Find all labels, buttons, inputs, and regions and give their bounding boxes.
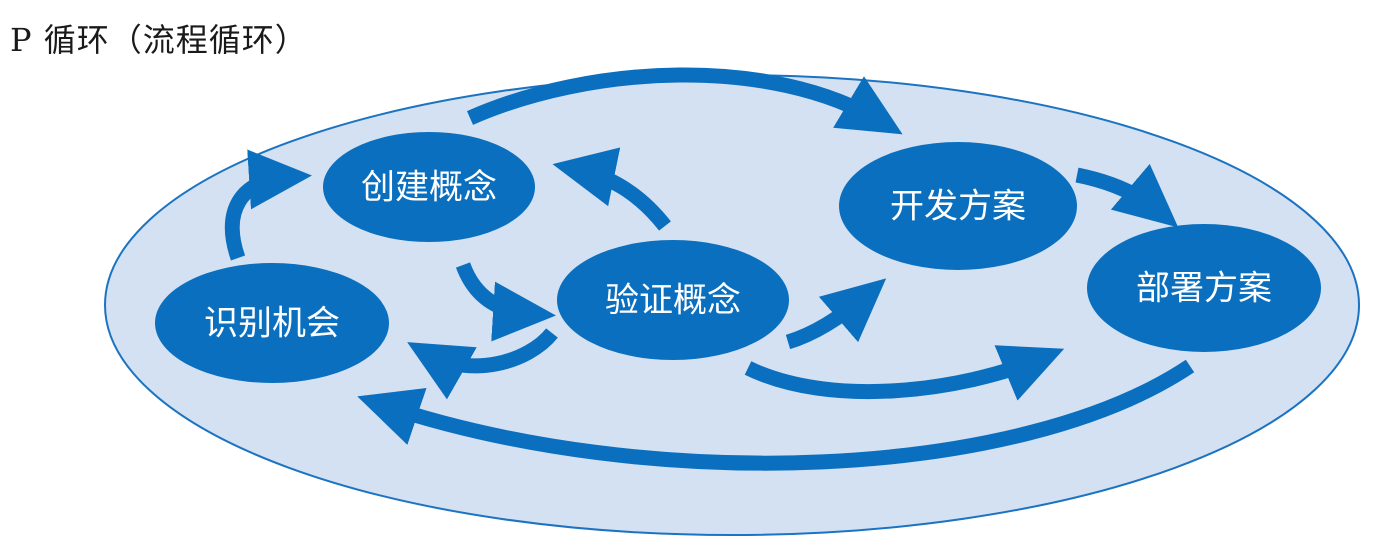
arrows-layer (224, 67, 1195, 471)
node-deploy-shape (1087, 224, 1321, 352)
node-deploy-solution: 部署方案 (1087, 224, 1321, 352)
node-validate-concept: 验证概念 (557, 240, 789, 360)
node-identify-label: 识别机会 (204, 304, 340, 344)
node-identify-opportunity: 识别机会 (155, 263, 389, 383)
arrow-validate-to-create (552, 147, 671, 231)
arrow-validate-to-develop (785, 278, 887, 350)
node-create-label: 创建概念 (361, 168, 497, 208)
node-identify-shape (155, 263, 389, 383)
node-create-concept: 创建概念 (323, 132, 535, 242)
node-develop-solution: 开发方案 (839, 142, 1077, 270)
node-create-shape (323, 132, 535, 242)
page-title: P 循环（流程循环） (10, 21, 308, 59)
arrow-identify-to-create (224, 149, 312, 261)
node-develop-shape (839, 142, 1077, 270)
node-validate-label: 验证概念 (605, 281, 741, 321)
node-validate-shape (557, 240, 789, 360)
arrow-validate-to-deploy (744, 345, 1065, 401)
arrow-create-to-validate (455, 262, 556, 342)
arrow-create-to-develop (466, 67, 903, 135)
node-develop-label: 开发方案 (890, 187, 1026, 227)
arrow-develop-to-deploy (1075, 163, 1179, 228)
arrow-deploy-to-identify (357, 359, 1195, 471)
node-deploy-label: 部署方案 (1136, 269, 1272, 309)
arrow-validate-to-identify (407, 328, 558, 400)
